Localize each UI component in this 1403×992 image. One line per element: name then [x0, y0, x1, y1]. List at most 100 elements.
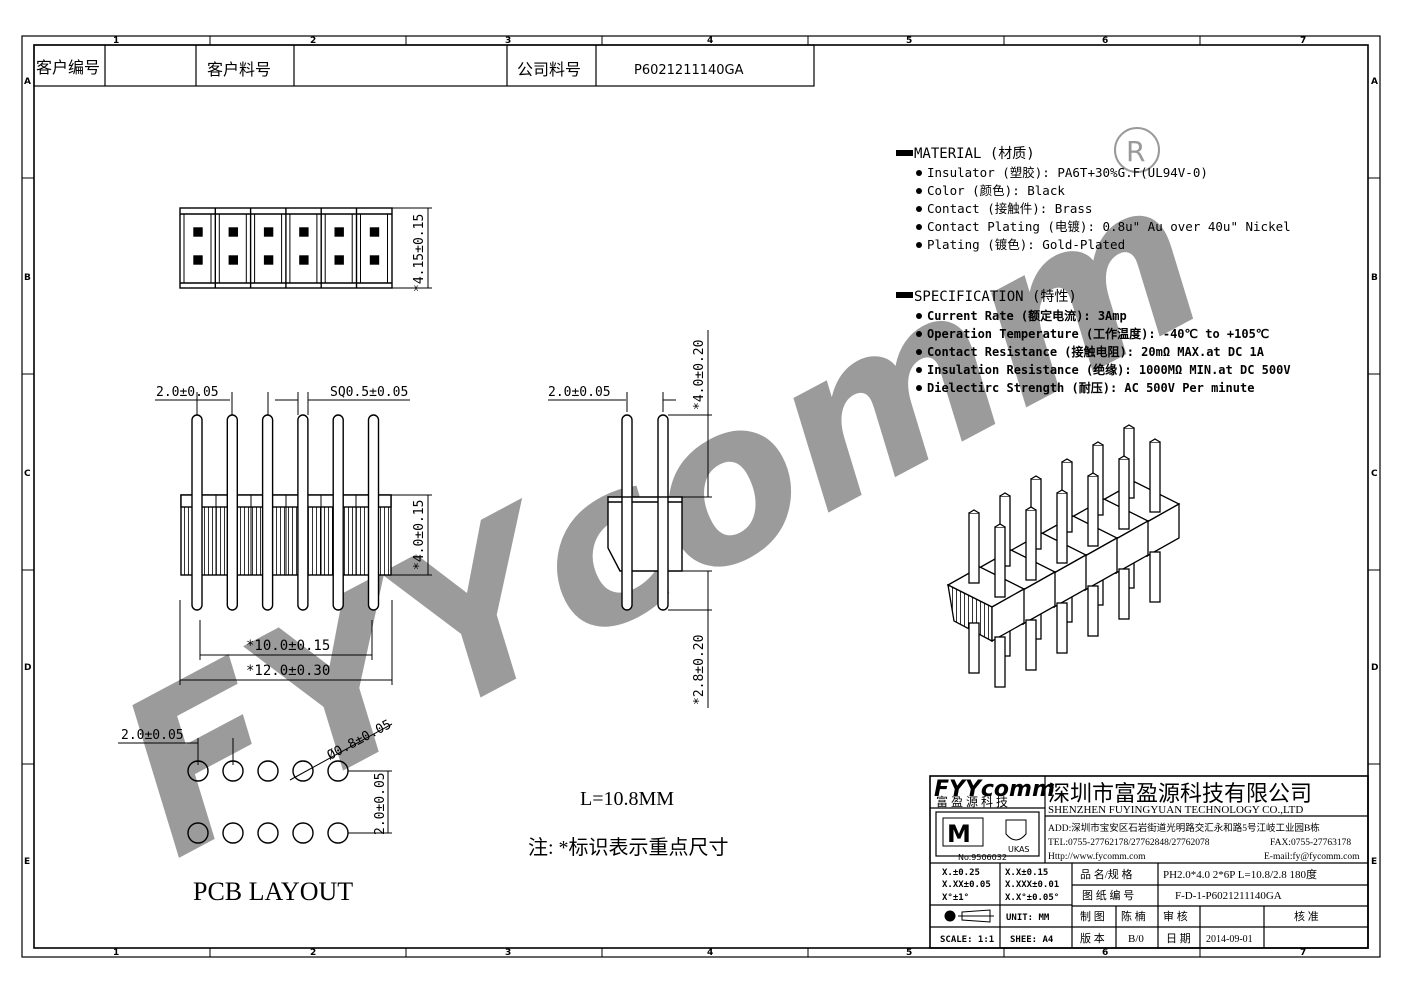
- pcb-hole: [257, 760, 279, 782]
- top-pin-square: [193, 227, 203, 237]
- zone-col-7-bottom: 7: [1300, 948, 1306, 958]
- draw-label: 制 图: [1080, 910, 1105, 923]
- zone-row-C: C: [24, 469, 31, 479]
- iso-pin-bottom: [1056, 602, 1068, 654]
- iso-pin-tip: [999, 492, 1011, 497]
- zone-row-C-right: C: [1371, 469, 1378, 479]
- material-list: Insulator (塑胶): PA6T+30%G.F(UL94V-0)Colo…: [916, 165, 1291, 252]
- zone-col-6-bottom: 6: [1102, 948, 1108, 958]
- bullet-icon: [916, 385, 922, 391]
- top-cell: [289, 213, 318, 284]
- top-cell: [254, 213, 283, 284]
- top-view: [179, 207, 432, 289]
- version-value: B/0: [1128, 933, 1144, 945]
- iso-pin-bottom: [1149, 551, 1161, 603]
- front-pin: [191, 414, 203, 611]
- front-pin: [226, 414, 239, 611]
- sheet-label: SHEE: A4: [1010, 935, 1054, 945]
- front-pin: [332, 414, 344, 611]
- top-pin-square: [193, 255, 203, 265]
- iso-pin-top: [994, 526, 1006, 598]
- iso-pin-top: [968, 512, 980, 584]
- front-pin: [367, 414, 380, 611]
- zone-row-E-right: E: [1371, 857, 1377, 867]
- material-item: Plating (镀色): Gold-Plated: [927, 237, 1125, 252]
- bullet-icon: [916, 206, 922, 212]
- front-width-inner-dim: *10.0±0.15: [246, 638, 330, 654]
- company-email: E-mail:fy@fycomm.com: [1264, 851, 1360, 862]
- iso-pin-tip: [1056, 489, 1068, 494]
- date-label: 日 期: [1166, 932, 1191, 945]
- pcb-hole: [257, 822, 279, 844]
- zone-ticks: [22, 36, 1380, 957]
- top-pin-square: [228, 255, 239, 265]
- bullet-icon: [916, 170, 922, 176]
- iso-pin-tip: [1149, 438, 1161, 443]
- svg-text:M: M: [947, 820, 971, 848]
- material-item: Contact Plating (电镀): 0.8u" Au over 40u"…: [927, 219, 1291, 234]
- customer-part-label: 客户料号: [207, 60, 271, 79]
- pcb-hole: [187, 822, 209, 844]
- front-width-outer-dim: *12.0±0.30: [246, 663, 330, 679]
- zone-col-4: 4: [707, 36, 713, 46]
- iso-pin-tip: [968, 509, 980, 514]
- iso-pin-bottom: [1025, 619, 1037, 671]
- zone-row-A-right: A: [1371, 77, 1378, 87]
- zone-row-B-right: B: [1371, 273, 1378, 283]
- top-height-dim: *4.15±0.15: [412, 214, 427, 292]
- front-pin: [297, 414, 309, 611]
- cert-logos: M UKAS: [942, 817, 1030, 854]
- side-top-dim: *4.0±0.20: [692, 340, 707, 410]
- zone-row-D: D: [24, 663, 31, 673]
- tolerance-3a: X°±1°: [942, 893, 969, 903]
- pcb-hole: [292, 760, 314, 782]
- iso-pin-top: [1025, 509, 1037, 581]
- front-body-dim: *4.0±0.15: [412, 500, 427, 570]
- front-pin: [261, 414, 274, 611]
- side-view: [548, 330, 712, 708]
- logo-text: FYYcomm: [934, 777, 1055, 802]
- zone-col-2-bottom: 2: [310, 948, 316, 958]
- top-cell: [360, 213, 388, 284]
- company-tel: TEL:0755-27762178/27762848/27762078: [1048, 838, 1210, 848]
- tolerance-2b: X.XXX±0.01: [1005, 880, 1059, 890]
- specification-item: Dielectirc Strength (耐压): AC 500V Per mi…: [927, 380, 1254, 395]
- bullet-icon: [916, 313, 922, 319]
- iso-pin-bottom: [968, 622, 980, 674]
- top-pin-square: [263, 227, 274, 237]
- top-cell: [183, 213, 212, 284]
- tolerance-3b: X.X°±0.05°: [1005, 893, 1059, 903]
- review-label: 审 核: [1163, 909, 1188, 923]
- scale-label: SCALE: 1:1: [940, 935, 994, 945]
- front-pitch-dim: 2.0±0.05: [156, 385, 219, 400]
- drawing-label: 图 纸 编 号: [1082, 888, 1134, 902]
- iso-pin-bottom: [994, 636, 1006, 688]
- company-address: ADD:深圳市宝安区石岩街道光明路交汇永和路5号江岐工业园B栋: [1048, 822, 1320, 834]
- specification-item: Current Rate (额定电流): 3Amp: [927, 308, 1127, 323]
- iso-pin-tip: [1118, 455, 1130, 460]
- pcb-layout: [118, 723, 393, 844]
- top-pin-square: [263, 255, 274, 265]
- svg-text:R: R: [1126, 135, 1145, 168]
- company-name-en: SHENZHEN FUYINGYUAN TECHNOLOGY CO.,LTD: [1048, 804, 1303, 816]
- tolerance-1a: X.±0.25: [942, 868, 980, 878]
- draw-value: 陈 楠: [1121, 909, 1146, 923]
- bullet-icon: [916, 331, 922, 337]
- zone-row-D-right: D: [1371, 663, 1378, 673]
- date-value: 2014-09-01: [1206, 934, 1253, 945]
- company-fax: FAX:0755-27763178: [1270, 838, 1351, 848]
- top-pin-square: [334, 255, 344, 265]
- bullet-icon: [916, 349, 922, 355]
- company-part-label: 公司料号: [517, 60, 581, 79]
- version-label: 版 本: [1080, 931, 1105, 945]
- top-pin-square: [369, 255, 380, 265]
- length-note: L=10.8MM: [580, 788, 674, 810]
- pcb-hole: [292, 822, 314, 844]
- company-name-cn: 深圳市富盈源科技有限公司: [1048, 781, 1312, 806]
- unit-label: UNIT: MM: [1006, 913, 1050, 923]
- zone-col-5: 5: [906, 36, 912, 46]
- material-item: Color (颜色): Black: [927, 183, 1065, 198]
- iso-pin-top: [1056, 492, 1068, 564]
